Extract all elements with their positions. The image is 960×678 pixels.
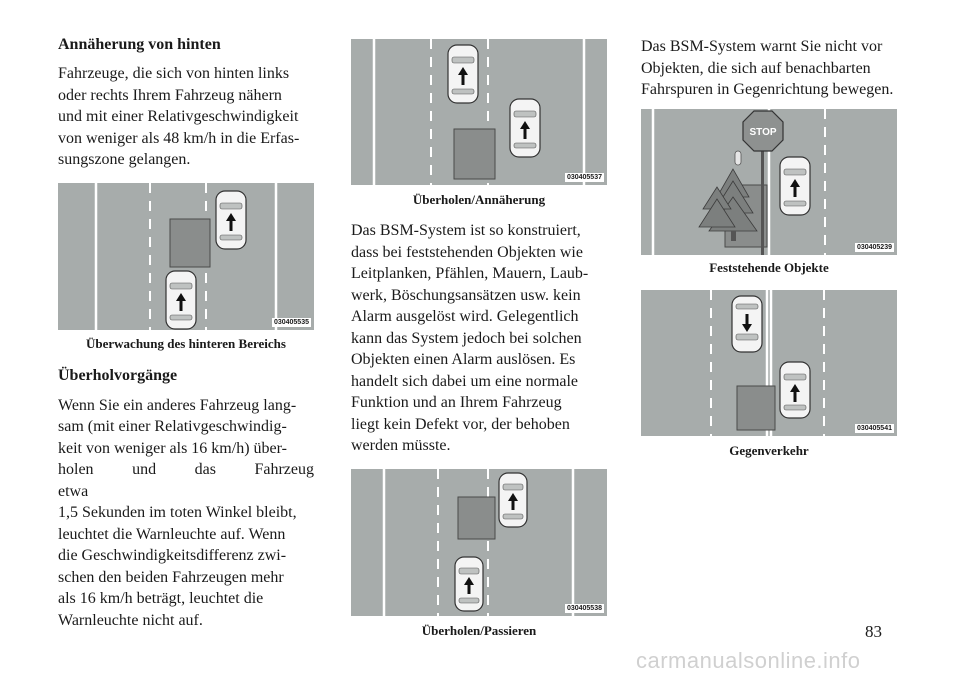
text-line: Warnleuchte nicht auf. <box>58 611 203 629</box>
text-line: Wenn Sie ein anderes Fahrzeug lang- <box>58 396 297 414</box>
text-line: 1,5 Sekunden im toten Winkel bleibt, <box>58 504 297 521</box>
text-line: leuchtet die Warnleuchte auf. Wenn <box>58 525 286 543</box>
stop-sign-icon: STOP <box>742 109 784 152</box>
watermark[interactable]: carmanualsonline.info <box>636 648 861 673</box>
heading-overtaking: Überholvorgänge <box>58 366 178 384</box>
text-line: Fahrzeuge, die sich von hinten links <box>58 65 290 82</box>
figure-stationary-objects: STOP 030405239 <box>641 108 897 255</box>
car-icon <box>779 360 811 419</box>
text-line: keit von weniger als 16 km/h) über- <box>58 439 287 457</box>
text-line: Leitplanken, Pfählen, Mauern, Laub- <box>351 265 589 282</box>
text-line: Das BSM-System ist so konstruiert, <box>351 222 581 239</box>
text-line: schen den beiden Fahrzeugen mehr <box>58 568 284 586</box>
figure-code: 030405541 <box>854 423 894 433</box>
heading-approach-from-behind: Annäherung von hinten <box>58 36 221 53</box>
text-line: Das BSM-System warnt Sie nicht vor <box>641 38 883 55</box>
text-line: Alarm ausgelöst wird. Gelegentlich <box>351 308 579 325</box>
text-line: Objekten einen Alarm auslösen. Es <box>351 351 576 368</box>
text-line: dass bei feststehenden Objekten wie <box>351 243 583 261</box>
text-line: Fahrspuren in Gegenrichtung bewegen. <box>641 81 894 98</box>
figure-rear-monitoring: 030405535 <box>58 182 314 330</box>
car-icon <box>215 189 247 250</box>
figure-caption: Feststehende Objekte <box>709 259 829 275</box>
car-icon <box>509 98 541 158</box>
figure-caption: Überholen/Passieren <box>421 622 537 638</box>
text-line: sungszone gelangen. <box>58 151 191 168</box>
text-line: und mit einer Relativgeschwindigkeit <box>58 108 299 125</box>
text-line: werk, Böschungsansätzen usw. kein <box>351 286 581 304</box>
text-line: oder rechts Ihrem Fahrzeug nähern <box>58 86 282 104</box>
figure-code: 030405239 <box>854 242 894 252</box>
text-line: als 16 km/h beträgt, leuchtet die <box>58 590 264 607</box>
car-icon <box>447 44 479 104</box>
figure-caption: Gegenverkehr <box>729 442 809 458</box>
car-icon <box>454 555 484 612</box>
paragraph-overtaking: Wenn Sie ein anderes Fahrzeug lang- sam … <box>58 395 314 632</box>
figure-code: 030405538 <box>564 603 604 613</box>
figure-code: 030405535 <box>271 317 311 327</box>
car-icon <box>498 471 528 528</box>
stop-sign-text: STOP <box>749 127 776 138</box>
tree-icon <box>698 167 758 241</box>
figure-oncoming-traffic: 030405541 <box>641 289 897 436</box>
figure-overtaking-passing: 030405538 <box>351 468 607 616</box>
text-line: Funktion und an Ihrem Fahrzeug <box>351 394 562 411</box>
page-number: 83 <box>865 622 882 641</box>
figure-overtaking-approach: 030405537 <box>351 39 607 185</box>
column-middle: 030405537 Überholen/Annäherung Das BSM-S… <box>351 39 607 640</box>
text-line: von weniger als 48 km/h in die Erfas- <box>58 129 300 147</box>
text-line: die Geschwindigkeitsdifferenz zwi- <box>58 547 287 564</box>
text-line: sam (mit einer Relativgeschwindig- <box>58 418 287 435</box>
text-line: kann das System jedoch bei solchen <box>351 329 582 347</box>
figure-code: 030405537 <box>564 173 604 182</box>
text-line: werden müsste. <box>351 437 451 454</box>
column-left: Annäherung von hinten Fahrzeuge, die sic… <box>58 34 314 631</box>
figure-caption: Überwachung des hinteren Bereichs <box>86 335 286 351</box>
car-icon-oncoming <box>731 294 763 353</box>
text-line: holen und das Fahrzeug etwa <box>58 461 314 500</box>
column-right: Das BSM-System warnt Sie nicht vor Objek… <box>641 36 897 460</box>
figure-caption: Überholen/Annäherung <box>412 192 546 207</box>
paragraph-approach: Fahrzeuge, die sich von hinten links ode… <box>58 63 314 171</box>
text-line: handelt sich dabei um eine normale <box>351 372 579 390</box>
paragraph-bsm-stationary: Das BSM-System ist so konstruiert, dass … <box>351 220 607 457</box>
car-icon <box>779 155 811 216</box>
car-icon <box>165 269 197 330</box>
text-line: liegt kein Defekt vor, der behoben <box>351 415 570 433</box>
paragraph-oncoming: Das BSM-System warnt Sie nicht vor Objek… <box>641 36 897 101</box>
text-line: Objekten, die sich auf benachbarten <box>641 59 871 77</box>
